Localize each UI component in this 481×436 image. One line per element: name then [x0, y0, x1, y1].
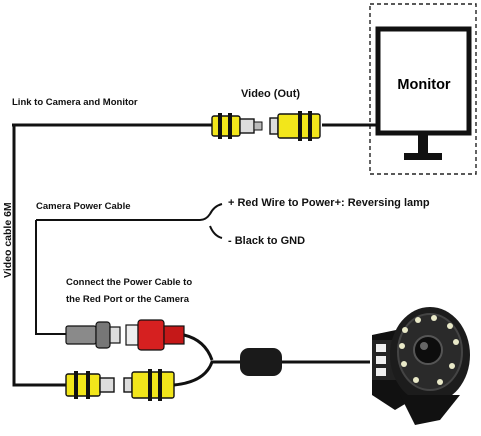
monitor-stand-base [404, 153, 442, 160]
power-cable [35, 203, 223, 335]
video-cable-length-label: Video cable 6M [2, 202, 14, 278]
monitor-dashed-box [369, 3, 477, 175]
monitor-label: Monitor [397, 77, 451, 93]
ferrite-bead [240, 348, 282, 376]
black-wire-label: - Black to GND [228, 235, 306, 247]
monitor-screen [375, 26, 472, 136]
rca-connector-top-left [211, 113, 263, 139]
rca-connector-bottom-right [123, 369, 175, 401]
grey-power-plug [65, 321, 121, 349]
video-out-label: Video (Out) [241, 88, 301, 100]
video-cable-vertical [12, 125, 68, 387]
rca-connector-bottom-left [65, 371, 115, 399]
monitor-stand-neck [418, 134, 428, 154]
rear-camera [372, 307, 470, 425]
merged-cable [173, 333, 370, 387]
red-wire-label: + Red Wire to Power+: Reversing lamp [228, 197, 430, 209]
camera-power-cable-label: Camera Power Cable [36, 201, 131, 212]
rca-connector-top-right [269, 111, 321, 141]
red-power-plug [125, 319, 185, 351]
connect-label-line1: Connect the Power Cable to [66, 277, 193, 288]
connect-label-line2: the Red Port or the Camera [66, 294, 189, 305]
link-label: Link to Camera and Monitor [12, 97, 138, 108]
